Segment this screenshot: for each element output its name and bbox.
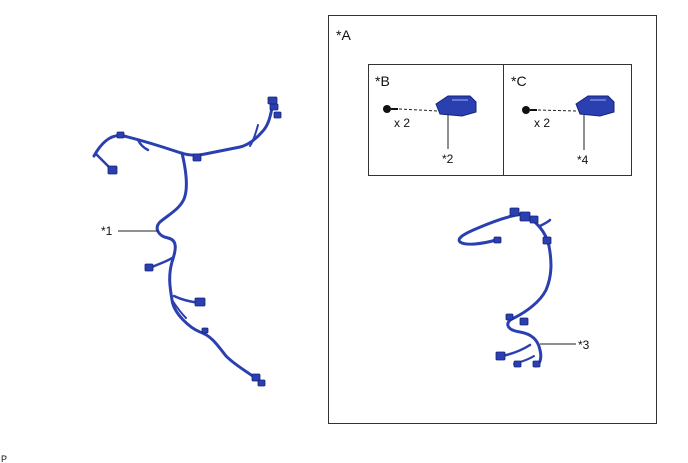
label-group-a: *A xyxy=(336,27,351,43)
main-harness-connectors xyxy=(107,96,282,387)
clamp-part4 xyxy=(575,95,615,117)
qty-b: x 2 xyxy=(394,116,410,130)
right-harness-connectors xyxy=(493,207,552,368)
bolt-icon xyxy=(383,105,391,113)
qty-c: x 2 xyxy=(534,116,550,130)
group-c-parts xyxy=(522,95,615,150)
group-c-frame xyxy=(503,64,632,176)
main-wire-harness xyxy=(92,106,274,382)
label-part4: *4 xyxy=(577,153,589,167)
label-part1: *1 xyxy=(101,224,113,238)
clamp-part2 xyxy=(435,95,477,117)
corner-mark: P xyxy=(1,454,7,463)
label-group-b: *B xyxy=(375,73,390,89)
label-part3: *3 xyxy=(578,338,590,352)
label-group-c: *C xyxy=(511,73,527,89)
group-b-parts xyxy=(383,95,477,149)
group-a-frame xyxy=(328,15,657,424)
right-wire-harness xyxy=(457,212,553,368)
label-part2: *2 xyxy=(442,152,454,166)
bolt-icon xyxy=(522,106,530,114)
